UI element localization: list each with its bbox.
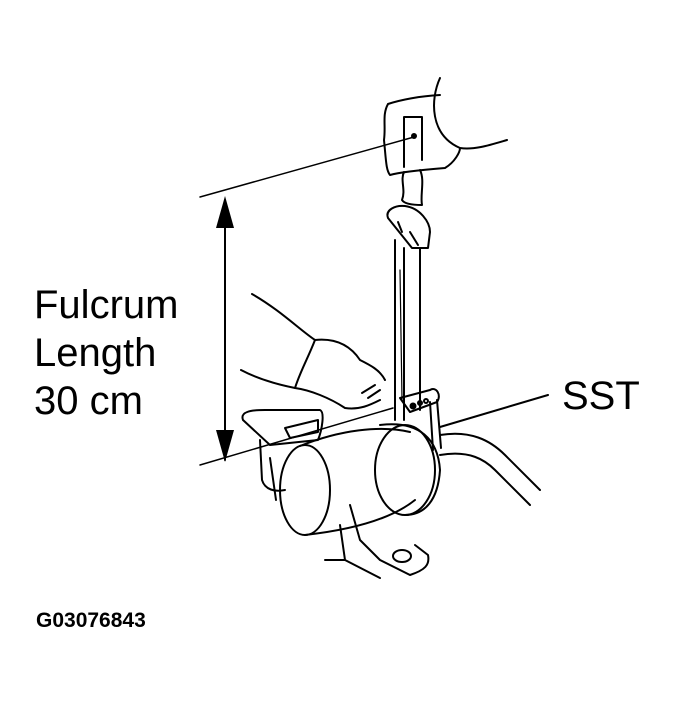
- torque-wrench: [386, 204, 442, 451]
- component-body: [241, 409, 541, 579]
- arrow-up-icon: [216, 196, 234, 228]
- fulcrum-label-line1: Fulcrum: [34, 283, 179, 327]
- figure-code: G03076843: [36, 609, 146, 632]
- fulcrum-label-line2: Length: [34, 331, 157, 375]
- dimension-lines: [199, 133, 417, 466]
- arrow-down-icon: [216, 430, 234, 462]
- sst-leader-line: [439, 394, 549, 428]
- upper-hand: [383, 77, 508, 206]
- lower-hand: [240, 293, 386, 410]
- sst-label: SST: [562, 374, 640, 418]
- fulcrum-label-line3: 30 cm: [34, 379, 143, 423]
